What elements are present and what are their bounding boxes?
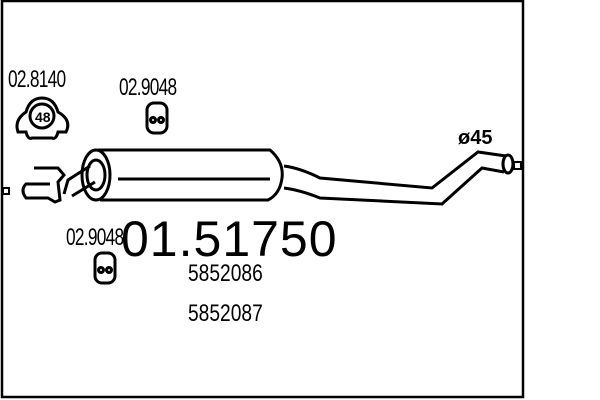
oem-number: 5852087 — [188, 300, 263, 327]
part-number: 01.51750 — [121, 211, 338, 267]
clamp-icon: 48 — [15, 96, 70, 140]
rubber-mount-icon — [145, 101, 169, 135]
accessory-code-mount: 02.9048 — [66, 224, 124, 251]
svg-text:48: 48 — [35, 109, 51, 125]
silencer — [2, 148, 284, 204]
tail-pipe — [283, 150, 522, 206]
accessory-code-clamp: 02.8140 — [8, 66, 66, 93]
oem-number: 5852086 — [188, 260, 263, 287]
pipe-diameter-label: ø45 — [458, 127, 493, 149]
frame — [0, 0, 525, 399]
rubber-mount-icon — [93, 251, 117, 285]
accessory-code-mount: 02.9048 — [119, 74, 177, 101]
